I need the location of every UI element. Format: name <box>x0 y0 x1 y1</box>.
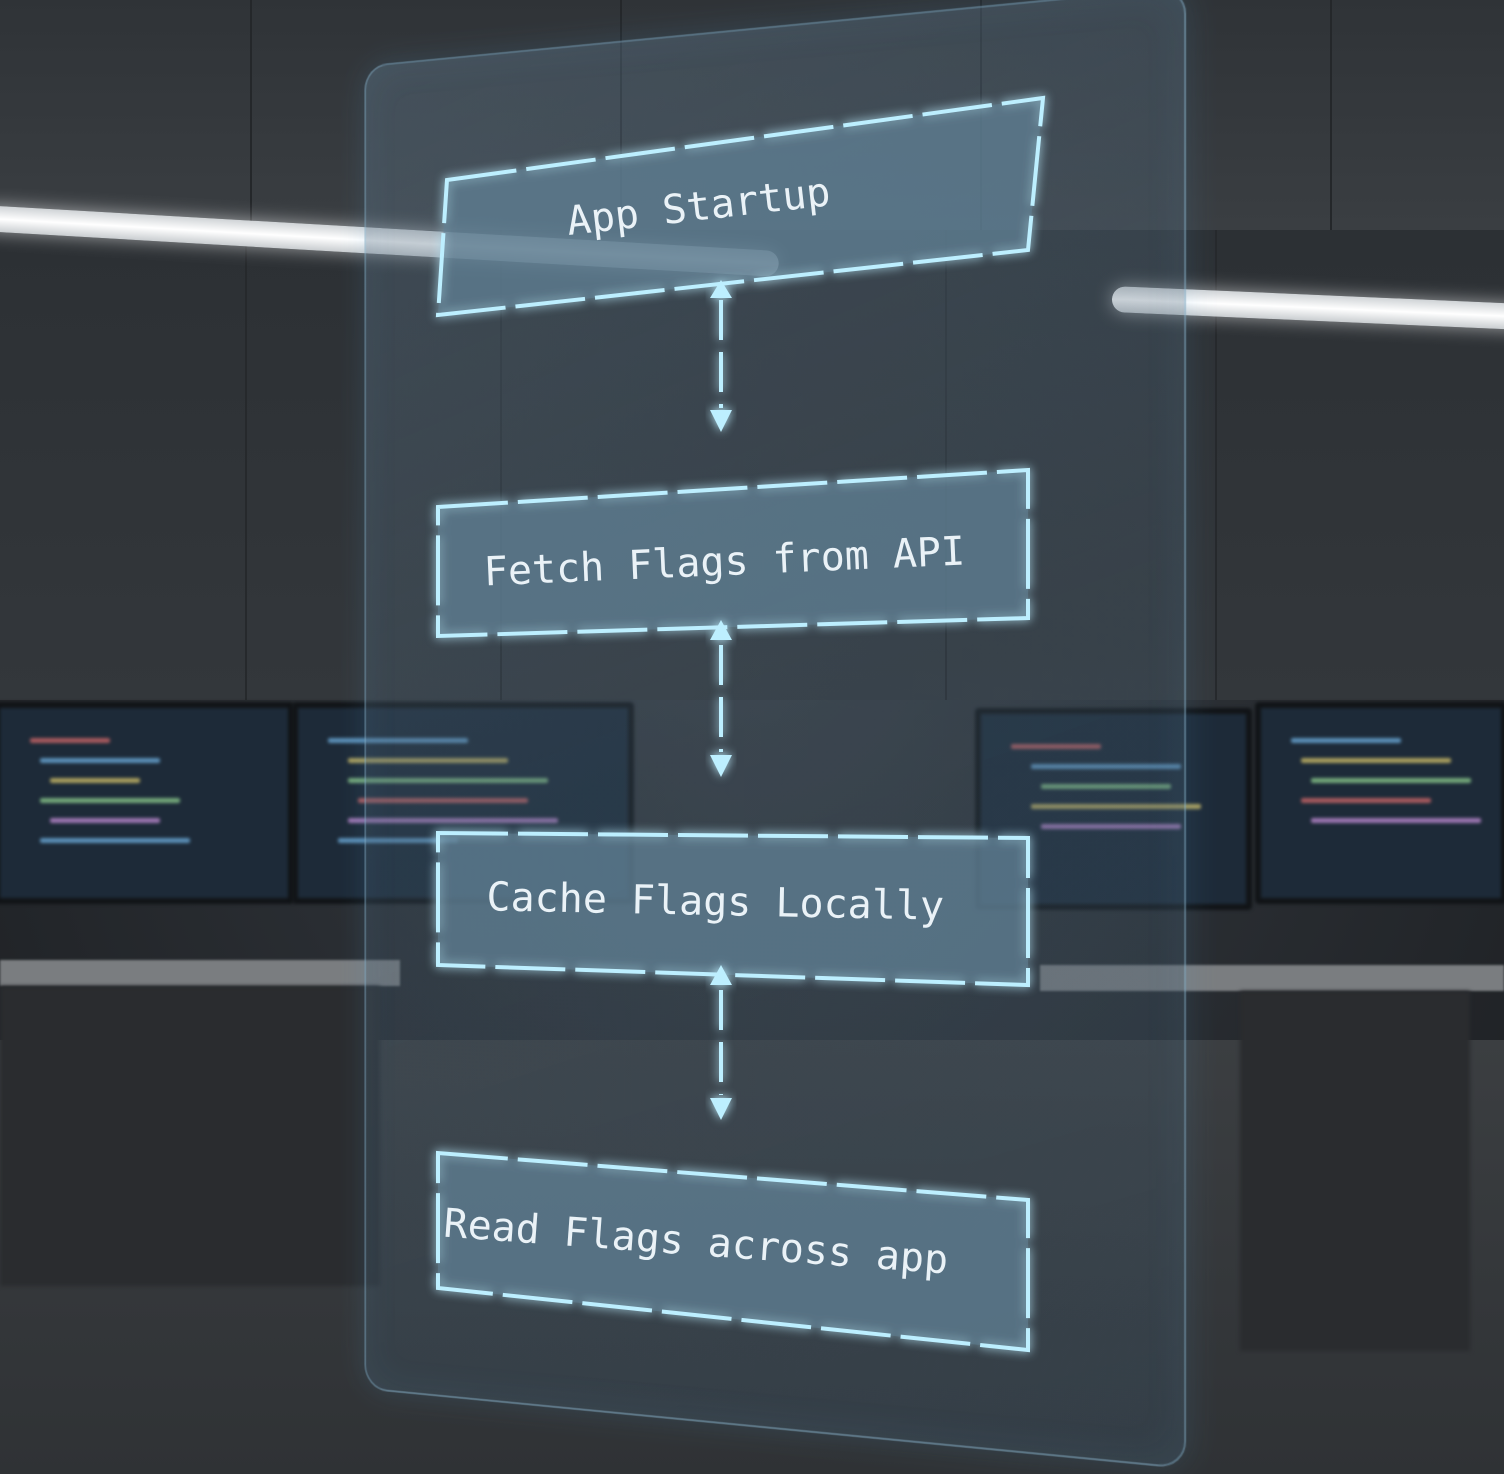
node-box <box>436 830 1030 988</box>
node-box <box>436 1150 1030 1353</box>
node-app-startup: App Startup <box>435 95 1046 318</box>
edge-startup-to-fetch <box>710 280 732 432</box>
background-desk-cabinet <box>0 986 380 1286</box>
wall-seam <box>1215 230 1217 700</box>
node-box <box>436 467 1030 639</box>
node-read-flags: Read Flags across app <box>436 1150 1030 1353</box>
node-cache-flags: Cache Flags Locally <box>436 830 1030 988</box>
ceiling-seam <box>620 0 622 230</box>
wall-seam <box>945 230 947 700</box>
arrow-down-icon <box>710 1098 732 1120</box>
arrow-up-icon <box>710 280 732 298</box>
background-monitor <box>0 702 294 904</box>
node-fetch-flags: Fetch Flags from API <box>436 467 1030 639</box>
background-desk-cabinet <box>1240 991 1470 1351</box>
node-box <box>435 95 1046 318</box>
edge-fetch-to-cache <box>710 620 732 777</box>
arrow-up-icon <box>710 620 732 640</box>
wall-seam <box>500 230 502 700</box>
ceiling-seam <box>250 0 252 230</box>
ceiling-seam <box>1330 0 1332 230</box>
edge-cache-to-read <box>710 965 732 1120</box>
node-label: Cache Flags Locally <box>486 874 944 930</box>
background-desk <box>1040 965 1504 991</box>
arrow-up-icon <box>710 965 732 985</box>
background-monitor <box>1255 702 1504 904</box>
wall-seam <box>245 230 247 700</box>
background-desk <box>0 960 400 986</box>
arrow-down-icon <box>710 410 732 432</box>
arrow-down-icon <box>710 755 732 777</box>
